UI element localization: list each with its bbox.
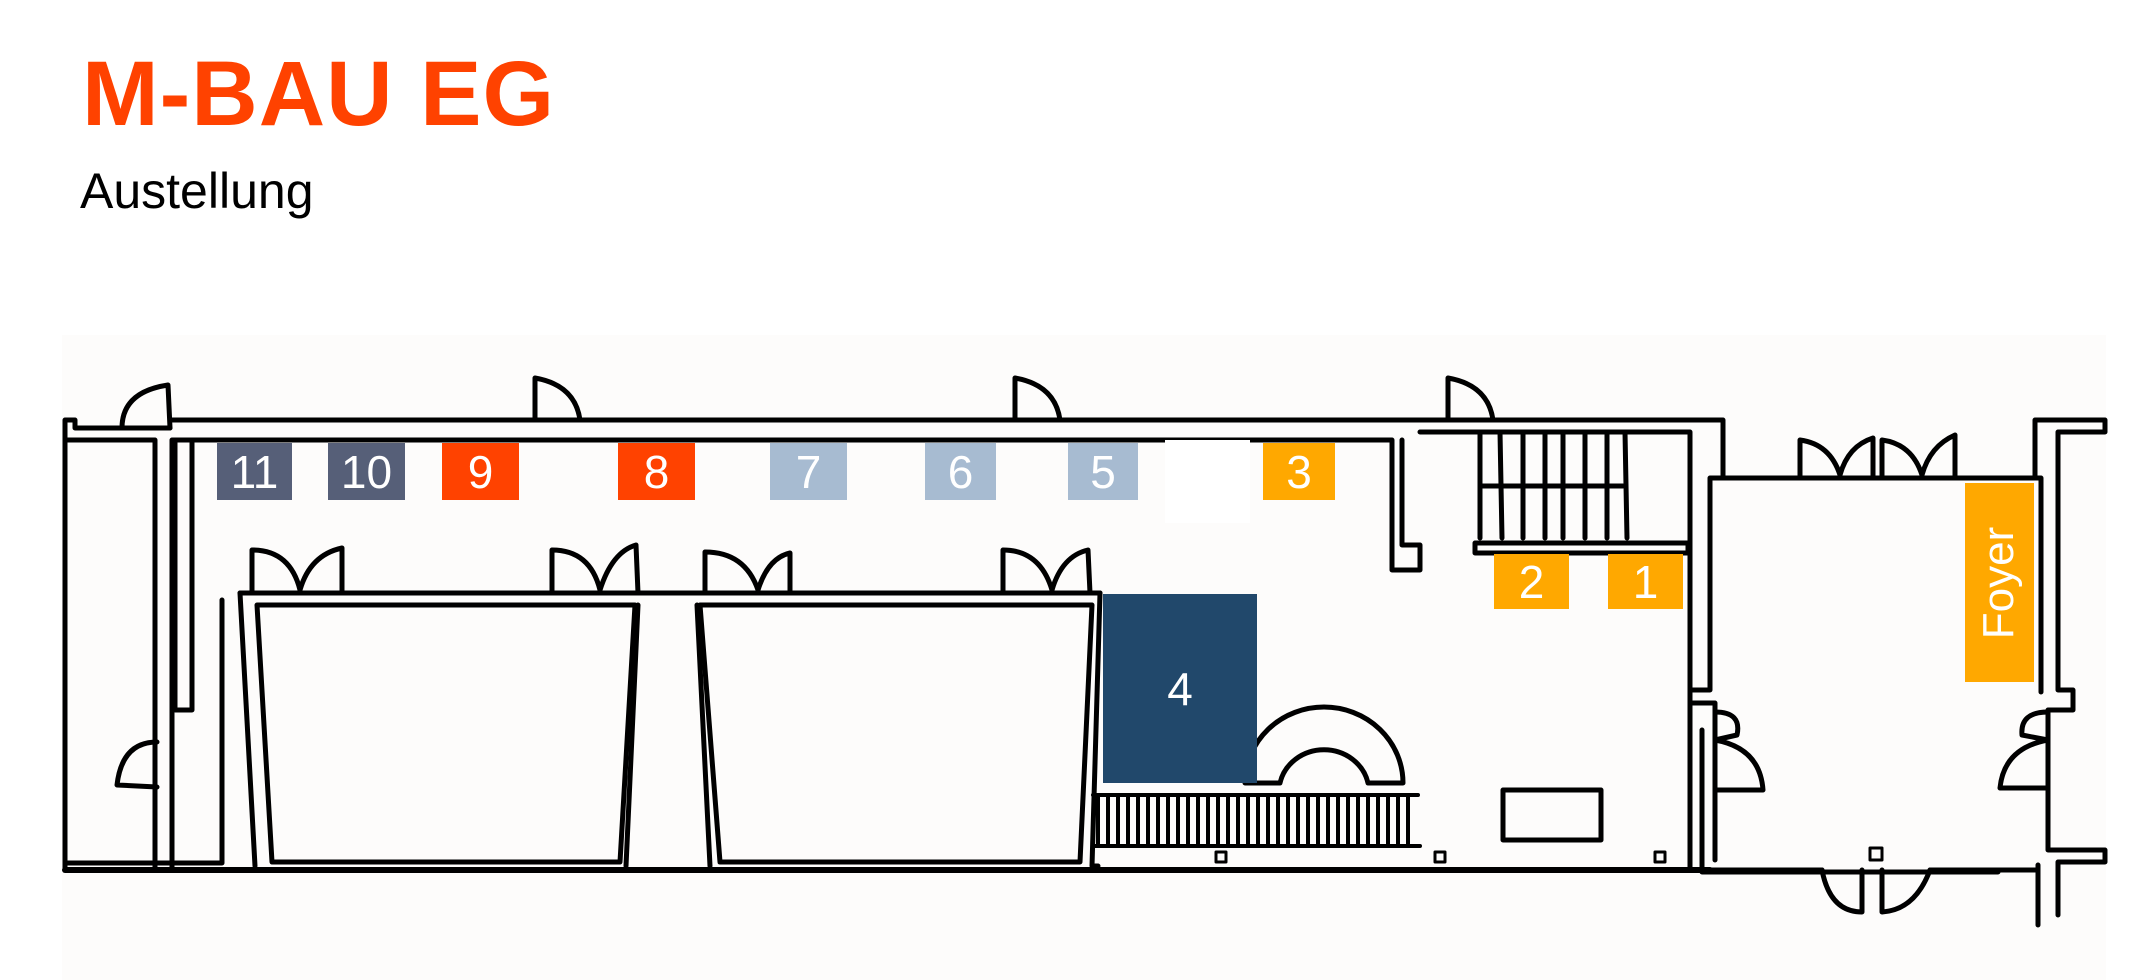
booth-5[interactable]: 5 [1068, 443, 1138, 500]
left-corridor-wall [62, 437, 195, 873]
booth-3[interactable]: 3 [1263, 443, 1335, 500]
stair-room-wall [1417, 429, 1693, 873]
page-title: M-BAU EG [82, 43, 556, 145]
pillar [1653, 850, 1667, 864]
pillar [1433, 850, 1447, 864]
door-hall-3 [702, 549, 793, 596]
door-hall-2 [549, 542, 641, 596]
inner-wall-top [169, 437, 1423, 873]
pillar [1868, 846, 1884, 862]
empty-booth-slot [1165, 440, 1250, 523]
table [1500, 787, 1604, 843]
outer-right-wall [2032, 417, 2108, 928]
door-top-3 [1012, 375, 1063, 423]
booth-4[interactable]: 4 [1103, 594, 1257, 783]
hall-a [237, 590, 1103, 865]
outer-wall-top [62, 417, 1726, 873]
booth-10[interactable]: 10 [328, 443, 405, 500]
bleachers [1091, 793, 1422, 848]
door-hall-4 [1000, 547, 1093, 596]
door-hall-1 [249, 545, 345, 596]
booth-2[interactable]: 2 [1494, 554, 1569, 609]
booth-9[interactable]: 9 [442, 443, 519, 500]
booth-6[interactable]: 6 [925, 443, 996, 500]
booth-foyer[interactable]: Foyer [1965, 483, 2034, 682]
pillar [1214, 850, 1228, 864]
door-top-2 [532, 375, 583, 423]
page-subtitle: Austellung [80, 163, 314, 219]
foyer-door-right [1997, 709, 2051, 791]
foyer-bottom-doors [1819, 867, 1933, 915]
booth-7[interactable]: 7 [770, 443, 847, 500]
door-top-4 [1445, 375, 1496, 423]
booth-8[interactable]: 8 [618, 443, 695, 500]
booth-1[interactable]: 1 [1608, 554, 1683, 609]
arch [1242, 704, 1406, 786]
door-left [114, 739, 160, 790]
foyer-door-left [1712, 709, 1766, 793]
booth-11[interactable]: 11 [217, 443, 292, 500]
door-top-1 [119, 382, 173, 431]
foyer-top-doors [1797, 432, 1958, 481]
stairs [1477, 429, 1630, 541]
hall-b [697, 602, 1095, 865]
